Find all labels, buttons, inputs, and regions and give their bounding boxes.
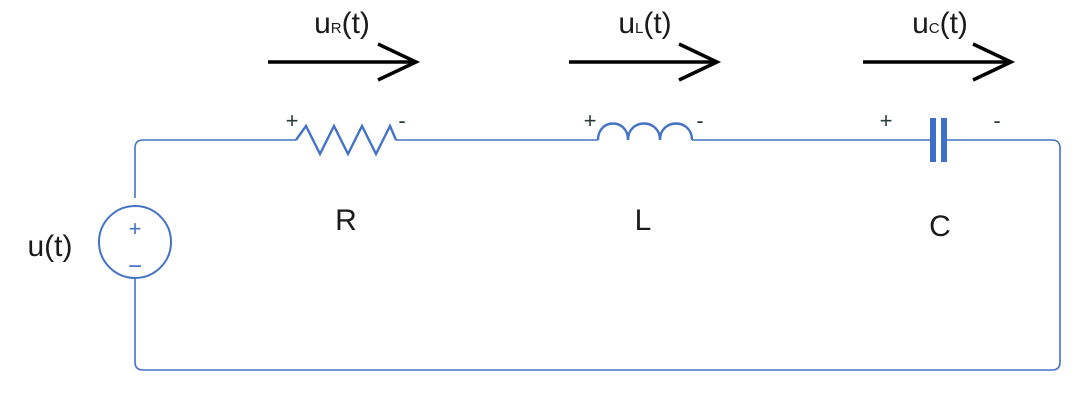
capacitor: + - C [880, 108, 1001, 243]
capacitor-minus-sign: - [993, 108, 1000, 133]
wire-top-left [134, 139, 296, 198]
arrow-r-head [377, 42, 421, 82]
voltage-c-sub: C [929, 20, 940, 37]
source-label: u(t) [28, 230, 73, 263]
voltage-l-sub: L [635, 20, 643, 37]
inductor: + - L [584, 108, 704, 237]
voltage-label-c: uC(t) [912, 7, 968, 40]
source-minus-sign: − [128, 253, 142, 280]
arrow-c-head [972, 42, 1016, 82]
voltage-source-circle [98, 205, 172, 279]
voltage-label-r: uR(t) [314, 7, 370, 40]
inductor-label: L [635, 204, 652, 237]
capacitor-label: C [929, 210, 951, 243]
source-plus-sign: + [129, 216, 142, 241]
voltage-arrow-r [268, 42, 421, 82]
voltage-r-main: u [314, 7, 331, 40]
voltage-c-tail: (t) [940, 7, 968, 40]
voltage-r-tail: (t) [342, 7, 370, 40]
voltage-arrow-l [569, 42, 722, 82]
voltage-l-main: u [618, 7, 635, 40]
voltage-l-tail: (t) [643, 7, 671, 40]
resistor: + - R [286, 108, 406, 237]
capacitor-plate-right [941, 118, 947, 162]
voltage-arrow-c [863, 42, 1016, 82]
capacitor-plus-sign: + [880, 108, 893, 133]
inductor-minus-sign: - [696, 108, 703, 133]
arrow-l-head [678, 42, 722, 82]
resistor-zigzag [295, 123, 398, 157]
inductor-plus-sign: + [584, 108, 597, 133]
voltage-source: + − u(t) [28, 205, 172, 280]
resistor-minus-sign: - [398, 108, 405, 133]
inductor-coils [596, 122, 694, 141]
voltage-r-sub: R [331, 20, 342, 37]
voltage-c-main: u [912, 7, 929, 40]
capacitor-plate-left [930, 118, 936, 162]
resistor-label: R [335, 204, 357, 237]
wire-c-to-right [134, 139, 1061, 371]
resistor-plus-sign: + [286, 108, 299, 133]
circuit-wires [134, 139, 1061, 371]
voltage-label-l: uL(t) [618, 7, 671, 40]
